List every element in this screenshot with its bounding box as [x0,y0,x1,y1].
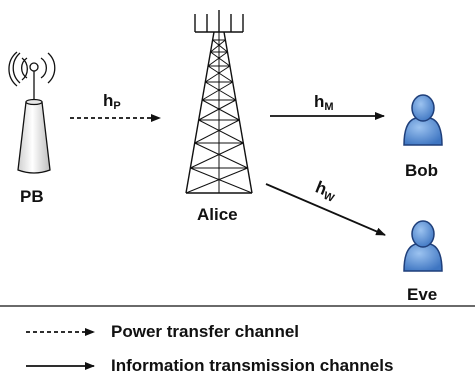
legend-information: Information transmission channels [111,356,394,375]
legend-power-transfer: Power transfer channel [111,322,300,341]
tower-brace [198,99,237,121]
bob-label: Bob [405,161,439,180]
user-icon [403,94,443,146]
eve-label: Eve [407,285,438,304]
tower-brace [190,167,253,194]
cell-tower-icon [185,10,253,194]
channel-label-hp: hP [103,91,121,112]
tower-brace [212,39,228,53]
tower-brace [194,119,240,144]
power-beacon-icon [8,51,56,174]
alice-label: Alice [197,205,238,224]
tower-brace [207,65,233,83]
tower-brace [201,81,233,101]
tower-brace [185,167,248,194]
wiretap-channel-arrow [265,183,386,236]
user-icon [403,220,443,272]
tower-brace [194,142,248,169]
tower-brace [198,119,244,144]
channel-subscript: P [113,100,121,112]
tower-brace [201,99,240,121]
channel-subscript: M [324,101,334,113]
pb-label: PB [20,187,44,206]
tower-brace [205,81,237,101]
channel-base: h [314,92,325,111]
tower-brace [210,39,226,53]
tower-brace [205,65,231,83]
tower-brace [190,142,244,169]
tower-brace [210,51,231,67]
channel-label-hm: hM [314,92,334,113]
channel-base: h [103,91,114,110]
tower-brace [207,51,228,67]
